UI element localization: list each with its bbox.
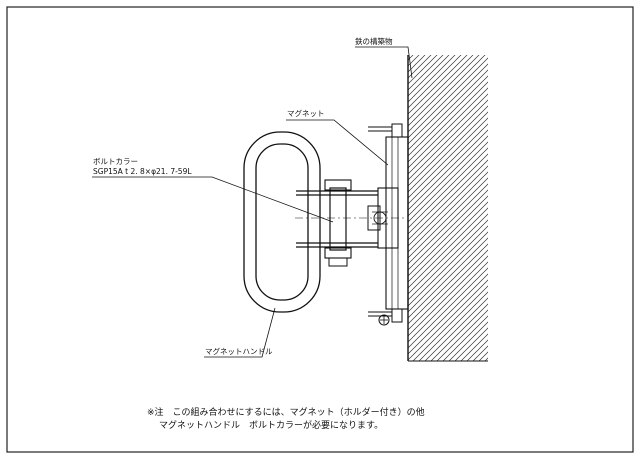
label-bolt-collar: ボルトカラー — [93, 157, 138, 166]
note-line-1: ※注 この組み合わせにするには、マグネット（ホルダー付き）の他 — [147, 406, 425, 418]
label-magnet-handle: マグネットハンドル — [205, 346, 273, 356]
note-line-2: マグネットハンドル ボルトカラーが必要になります。 — [159, 419, 383, 431]
magnet-handle — [243, 131, 321, 313]
label-iron-structure: 鉄の構築物 — [355, 36, 393, 46]
leader-line-wall — [355, 46, 413, 79]
drawing-frame — [6, 6, 634, 453]
leader-line-bolt-collar — [92, 176, 334, 223]
leader-line-magnet — [286, 119, 389, 166]
leader-line-handle — [204, 307, 276, 358]
label-bolt-collar-spec: SGP15A t 2. 8×φ21. 7-59L — [93, 167, 192, 176]
iron-structure-wall — [407, 55, 488, 362]
bolt-collar — [295, 179, 405, 267]
label-magnet: マグネット — [287, 108, 325, 118]
screw-detail — [378, 314, 390, 326]
